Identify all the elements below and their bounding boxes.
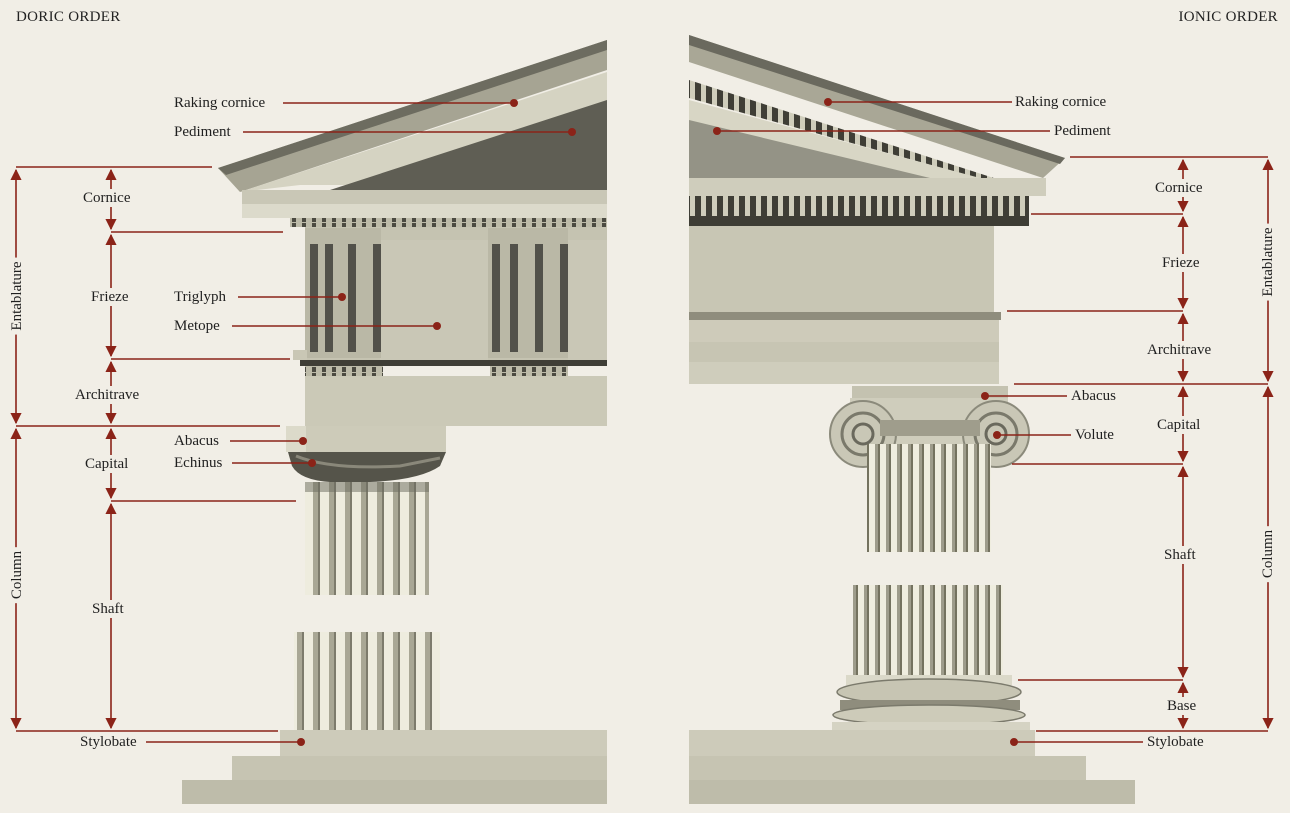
doric-heading: DORIC ORDER <box>16 9 121 26</box>
ionic-temple <box>689 35 1135 804</box>
doric-frieze-label: Frieze <box>88 288 131 306</box>
ionic-heading: IONIC ORDER <box>1178 9 1278 26</box>
doric-triglyph-label: Triglyph <box>174 288 226 306</box>
ionic-architrave-label: Architrave <box>1144 341 1214 359</box>
ionic-stylobate-label: Stylobate <box>1147 733 1204 751</box>
doric-temple <box>182 40 607 804</box>
doric-pediment-label: Pediment <box>174 123 231 141</box>
ionic-column-label: Column <box>1259 526 1277 582</box>
ionic-abacus-label: Abacus <box>1071 387 1116 405</box>
ionic-shaft-label: Shaft <box>1161 546 1199 564</box>
doric-column-label: Column <box>8 547 26 603</box>
doric-echinus-label: Echinus <box>174 454 222 472</box>
ionic-cornice-label: Cornice <box>1152 179 1205 197</box>
ionic-entablature-label: Entablature <box>1259 223 1277 300</box>
doric-abacus-label: Abacus <box>174 432 219 450</box>
doric-capital-label: Capital <box>82 455 131 473</box>
doric-shaft-label: Shaft <box>89 600 127 618</box>
ionic-frieze-label: Frieze <box>1159 254 1202 272</box>
leader-lines <box>16 102 1268 742</box>
doric-entablature-label: Entablature <box>8 257 26 334</box>
triglyph-block-2 <box>488 228 568 358</box>
ionic-raking-cornice-label: Raking cornice <box>1015 93 1106 111</box>
doric-cornice-label: Cornice <box>80 189 133 207</box>
ionic-capital-label: Capital <box>1154 416 1203 434</box>
ionic-base-label: Base <box>1164 697 1199 715</box>
ionic-volute-label: Volute <box>1075 426 1114 444</box>
doric-metope-label: Metope <box>174 317 220 335</box>
doric-architrave-label: Architrave <box>72 386 142 404</box>
doric-stylobate-label: Stylobate <box>80 733 137 751</box>
doric-raking-cornice-label: Raking cornice <box>174 94 265 112</box>
ionic-pediment-label: Pediment <box>1054 122 1111 140</box>
triglyph-block-1 <box>305 228 381 358</box>
